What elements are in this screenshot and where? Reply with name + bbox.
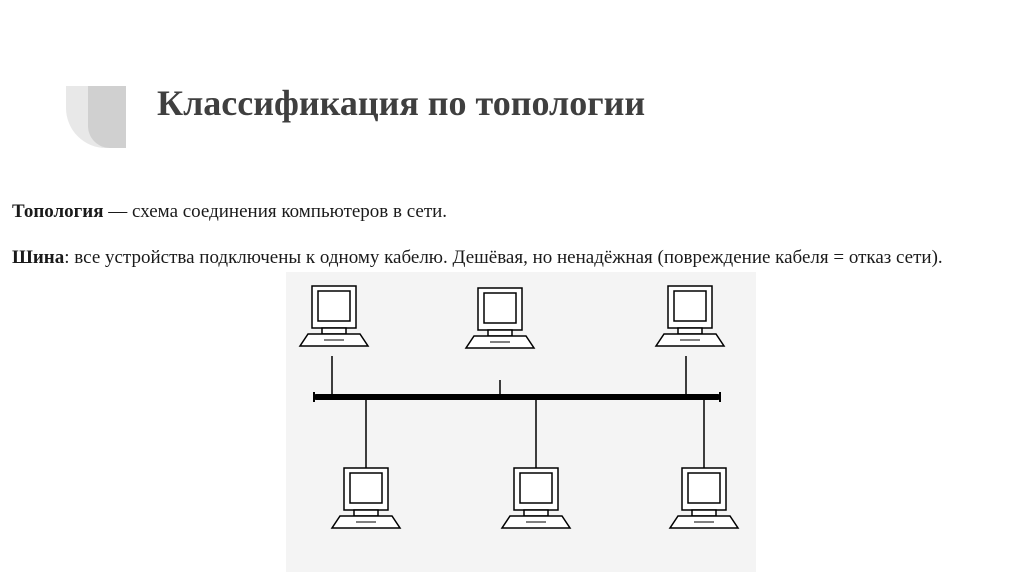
slide-title: Классификация по топологии bbox=[157, 82, 645, 124]
definition-term: Топология bbox=[12, 201, 104, 222]
bus-text: : все устройства подключены к одному каб… bbox=[64, 247, 942, 268]
definition-text: — схема соединения компьютеров в сети. bbox=[104, 201, 448, 222]
computer-top-3 bbox=[656, 286, 724, 346]
computer-top-1 bbox=[300, 286, 368, 346]
computer-bottom-2 bbox=[502, 468, 570, 528]
title-decoration bbox=[66, 86, 126, 148]
bus-paragraph: Шина: все устройства подключены к одному… bbox=[12, 243, 972, 273]
definition-paragraph: Топология — схема соединения компьютеров… bbox=[12, 197, 447, 227]
bus-term: Шина bbox=[12, 247, 64, 268]
bus-diagram-svg bbox=[286, 272, 756, 572]
computer-bottom-3 bbox=[670, 468, 738, 528]
computer-top-2 bbox=[466, 288, 534, 348]
computer-bottom-1 bbox=[332, 468, 400, 528]
bus-topology-diagram bbox=[286, 272, 756, 572]
